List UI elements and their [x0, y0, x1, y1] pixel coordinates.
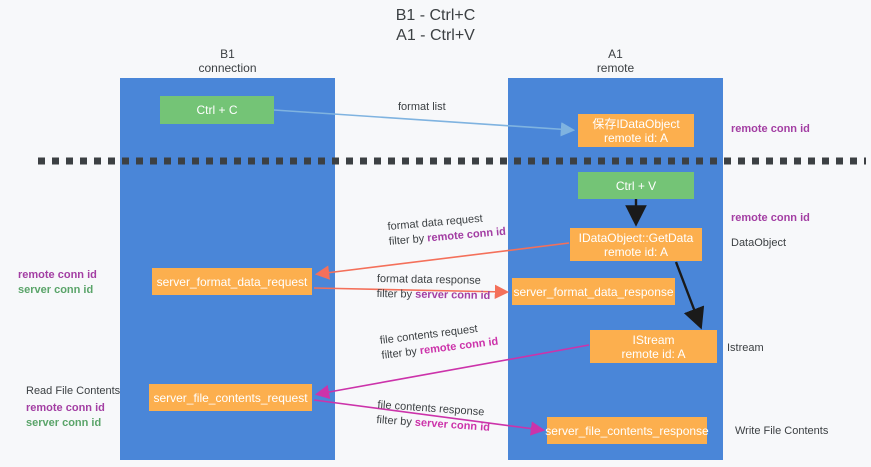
filter-key: server conn id [415, 288, 491, 302]
node-idataobject-getdata[interactable]: IDataObject::GetData remote id: A [570, 228, 702, 261]
edge-label-format-list: format list [398, 100, 446, 115]
arrow-format-data-response [313, 284, 510, 299]
lane-heading-b1: B1 connection [198, 47, 257, 75]
annotation-left-conn-ids-2: remote conn id server conn id [26, 401, 105, 431]
node-save-idataobject[interactable]: 保存IDataObject remote id: A [578, 114, 694, 147]
annotation-remote-conn-id-top: remote conn id [731, 122, 810, 137]
annotation-left-conn-ids-1: remote conn id server conn id [18, 268, 97, 298]
edge-label-format-list-text: format list [398, 101, 446, 113]
annotation-remote-conn-id-mid: remote conn id [731, 211, 810, 226]
annotation-left-server-conn-id-2: server conn id [26, 417, 102, 429]
filter-prefix: filter by [380, 345, 421, 362]
annotation-write-file-contents: Write File Contents [735, 424, 828, 439]
annotation-data-object: DataObject [731, 236, 786, 251]
annotation-istream: Istream [727, 341, 764, 356]
edge-label-format-data-response-filter: filter by server conn id [376, 287, 491, 304]
annotation-left-remote-conn-id-2: remote conn id [26, 402, 105, 414]
arrow-getdata-to-istream [674, 261, 705, 330]
page-title: B1 - Ctrl+C A1 - Ctrl+V [395, 7, 476, 44]
filter-prefix: filter by [388, 232, 428, 248]
edge-label-format-data-response: format data response filter by server co… [376, 272, 491, 304]
arrow-file-contents-response [313, 399, 546, 436]
node-ctrl-c[interactable]: Ctrl + C [160, 96, 274, 124]
annotation-left-remote-conn-id-1: remote conn id [18, 269, 97, 281]
arrow-format-list [273, 109, 576, 137]
filter-prefix: filter by [376, 413, 416, 429]
annotation-left-server-conn-id-1: server conn id [18, 284, 94, 296]
node-ctrl-v[interactable]: Ctrl + V [578, 172, 694, 199]
annotation-remote-conn-id-mid-text: remote conn id [731, 212, 810, 224]
node-server-file-contents-response[interactable]: server_file_contents_response [545, 417, 709, 444]
annotation-read-file-contents-text: Read File Contents [26, 385, 121, 397]
arrow-format-data-request [314, 242, 570, 280]
node-server-file-contents-request[interactable]: server_file_contents_request [149, 384, 312, 411]
node-istream[interactable]: IStream remote id: A [590, 330, 717, 363]
annotation-remote-conn-id-top-text: remote conn id [731, 123, 810, 135]
annotation-read-file-contents: Read File Contents [26, 384, 120, 399]
arrow-file-contents-request [314, 344, 590, 400]
node-server-format-data-response[interactable]: server_format_data_response [512, 278, 675, 305]
annotation-write-file-contents-text: Write File Contents [735, 425, 829, 437]
lane-heading-a1: A1 remote [596, 47, 635, 75]
node-server-format-data-request[interactable]: server_format_data_request [152, 268, 312, 295]
filter-prefix: filter by [376, 287, 416, 301]
filter-key: server conn id [414, 416, 491, 434]
annotation-data-object-text: DataObject [731, 237, 787, 249]
annotation-istream-text: Istream [727, 342, 764, 354]
